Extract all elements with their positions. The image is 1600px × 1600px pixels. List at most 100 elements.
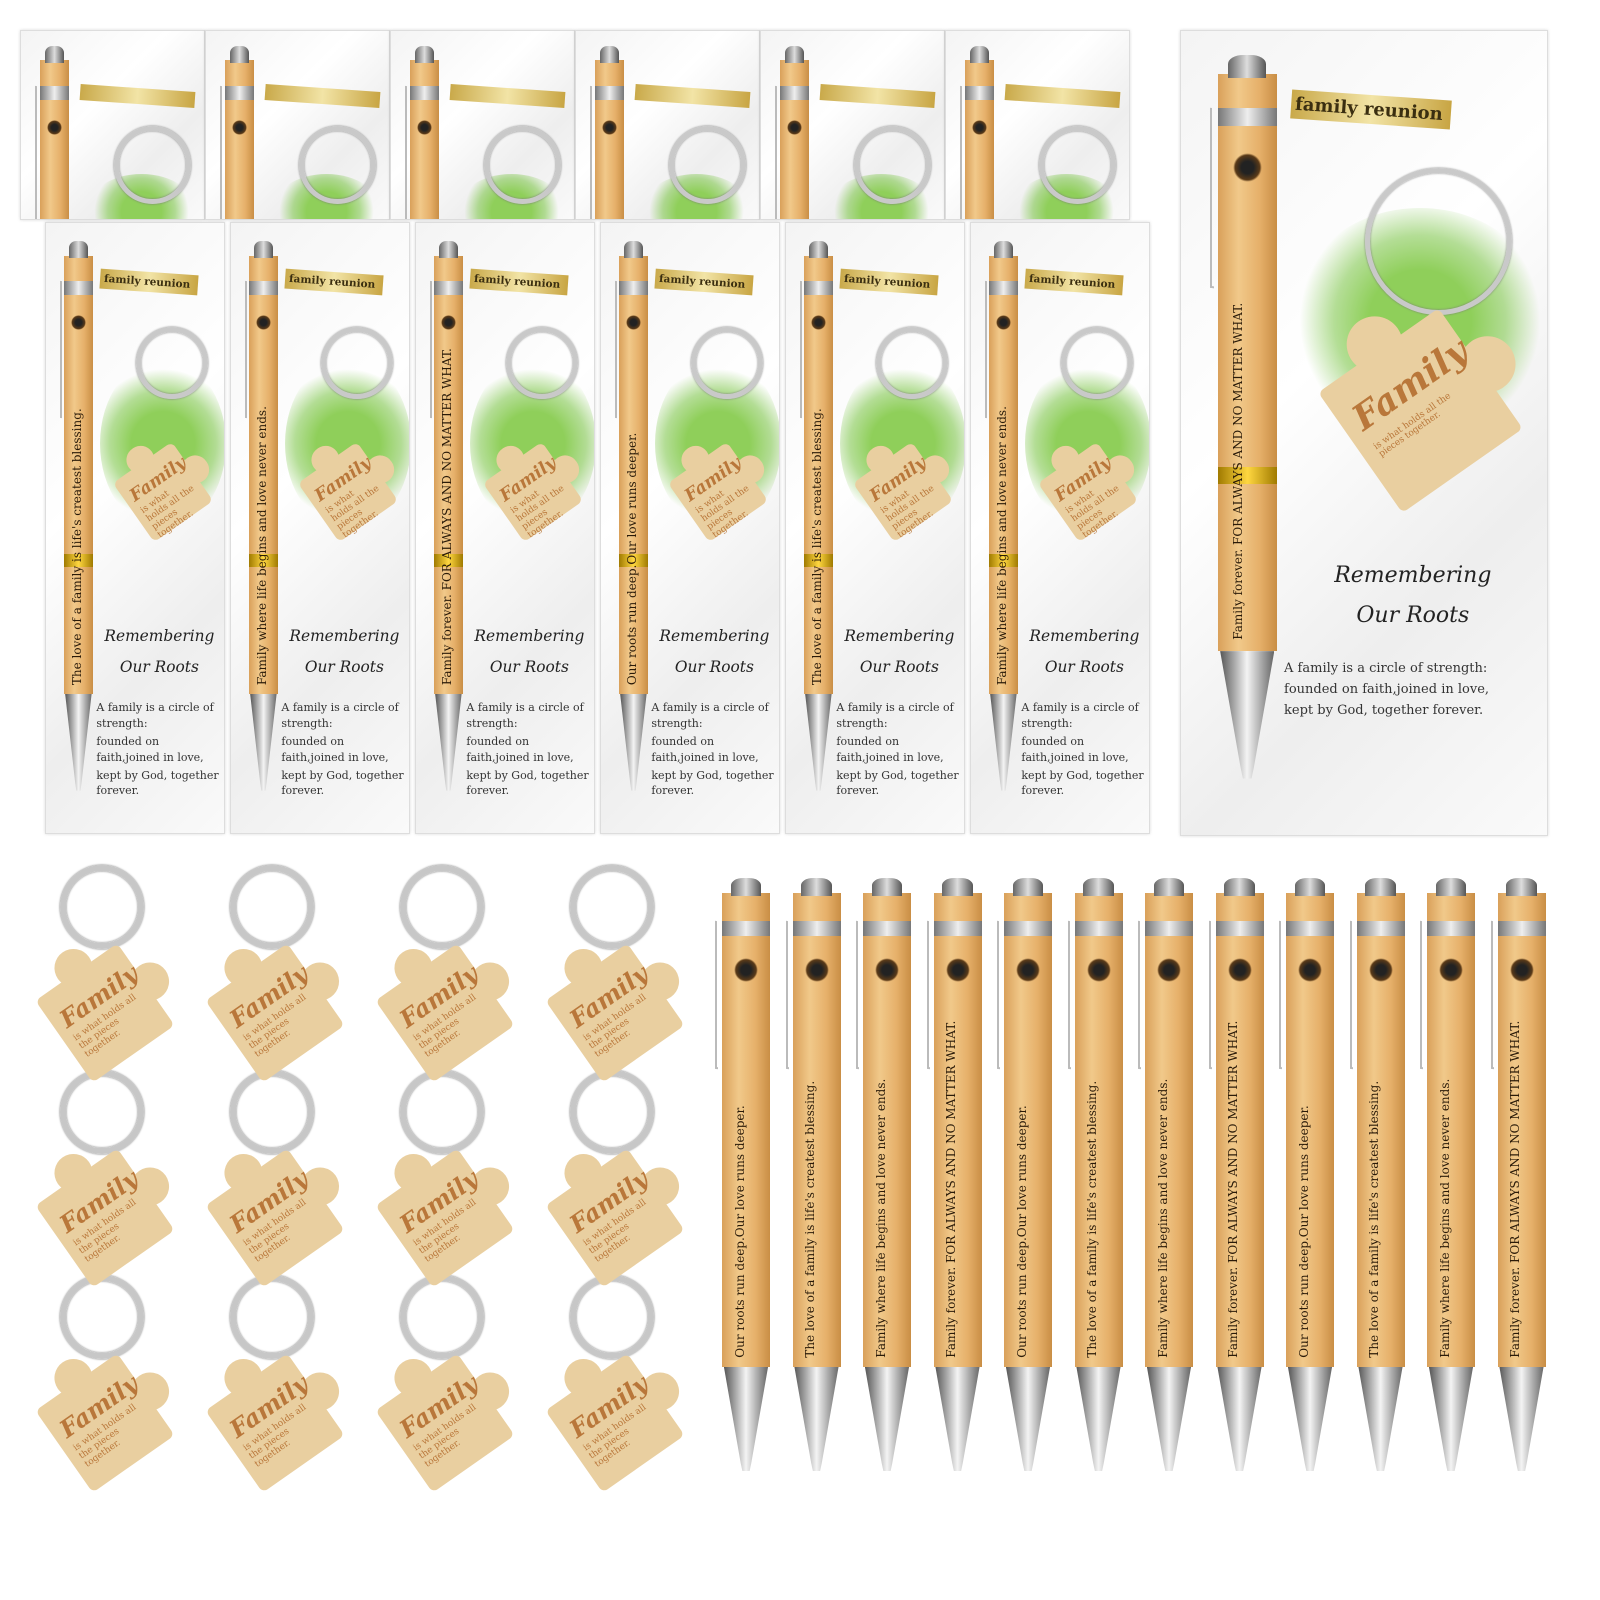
key-ring-icon [1061,327,1133,400]
card-poem: A family is a circle of strength:founded… [1021,700,1145,801]
pen-chrome-band [933,921,982,936]
pen-clip-icon [1209,107,1214,288]
key-ring-icon [570,1070,654,1154]
pen-clip-icon [59,281,62,418]
pen-engraving: The love of a family is life's createst … [803,1080,818,1358]
pen-chrome-band [409,86,440,100]
card-title-line1: Remembering [104,626,215,645]
tree-logo-icon [996,315,1011,330]
pen-clip-icon [1349,920,1353,1069]
pen-engraving: Family forever. FOR ALWAYS AND NO MATTER… [440,348,455,686]
key-ring-icon [506,327,578,400]
pen-chrome-band [1004,921,1052,936]
tree-logo-icon [804,957,829,982]
pen: The love of a family is life's createst … [799,241,833,810]
tree-logo-icon [1227,957,1252,982]
banner-family-reunion: family reunion [1024,268,1124,296]
pen-clip-icon [960,85,963,219]
pen-engraving: Family forever. FOR ALWAYS AND NO MATTER… [1226,1020,1241,1358]
card-poem: A family is a circle of strength:founded… [651,700,775,801]
pen-clip-icon [1138,920,1142,1069]
card-package-back [390,30,575,220]
pen-cap [229,46,249,64]
pen-engraving: Our roots run deep.Our love runs deeper. [625,432,640,686]
pen-tip [435,693,462,791]
banner-shape [264,84,381,108]
pen-chrome-band [989,281,1018,295]
pen-clip-icon [799,281,802,418]
tree-logo-icon [734,957,758,982]
card-title-line1: Remembering [659,626,770,645]
pen-tip [935,1366,980,1472]
pen-chrome-band [64,281,93,295]
pen-engraving: The love of a family is life's createst … [1367,1080,1382,1358]
card-poem: A family is a circle of strength:founded… [281,700,405,801]
banner-family-reunion: family reunion [839,268,939,296]
tree-logo-icon [811,315,826,330]
tree-logo-icon [1368,957,1393,982]
pen-tip [723,1366,769,1472]
pen-cap [730,878,762,897]
card-package-back [20,30,205,220]
card-package-back [945,30,1130,220]
pen-tip [864,1366,910,1472]
key-ring-icon [60,865,144,949]
poem-line: A family is a circle of strength: [1021,701,1139,730]
pen: Family forever. FOR ALWAYS AND NO MATTER… [429,241,463,810]
tree-logo-icon [1086,957,1111,982]
pen-chrome-band [1145,921,1193,936]
pen: Our roots run deep.Our love runs deeper. [1279,878,1334,1493]
poem-line: kept by God, together forever. [836,768,959,798]
card-title-line2: Our Roots [674,657,754,676]
key-ring-icon [570,1275,654,1359]
pen-chrome-band [434,281,463,295]
pen-engraving: Family where life begins and love never … [873,1078,888,1358]
pen-gold-band [1217,467,1277,484]
pen-chrome-band [1497,921,1546,936]
pen-cap [44,46,64,64]
poem-line: kept by God, together forever. [1284,703,1484,719]
card-title-line1: Remembering [844,626,955,645]
poem-line: A family is a circle of strength: [281,701,399,730]
pen-cap [809,241,828,259]
tree-logo-icon [945,957,970,982]
pen: Family forever. FOR ALWAYS AND NO MATTER… [926,878,982,1493]
poem-line: A family is a circle of strength: [836,701,954,730]
pen: Our roots run deep.Our love runs deeper. [614,241,648,810]
pen-chrome-band [863,921,911,936]
banner-family-reunion: family reunion [654,268,754,296]
pen: Family where life begins and love never … [856,878,911,1493]
tree-logo-icon [601,120,617,136]
card-poem: A family is a circle of strength:founded… [466,700,590,801]
pen-chrome-band [1286,921,1334,936]
poem-line: A family is a circle of strength: [466,701,584,730]
pen-gold-band [434,554,463,567]
pen-cap [1083,878,1114,897]
pen-tip [250,693,277,791]
pen-chrome-band [1427,921,1475,936]
poem-line: A family is a circle of strength: [1284,660,1488,676]
pen: Family forever. FOR ALWAYS AND NO MATTER… [1208,878,1264,1493]
pen-engraving: Family forever. FOR ALWAYS AND NO MATTER… [944,1020,959,1358]
card-title-line1: Remembering [1334,562,1492,588]
card-package-back [760,30,945,220]
poem-line: kept by God, together forever. [1021,768,1144,798]
card-title-line2: Our Roots [304,657,384,676]
key-ring-icon [400,865,484,949]
key-ring-icon [668,126,747,204]
pen-chrome-band [224,86,255,100]
pen [35,46,70,219]
pen: Family where life begins and love never … [1138,878,1193,1493]
